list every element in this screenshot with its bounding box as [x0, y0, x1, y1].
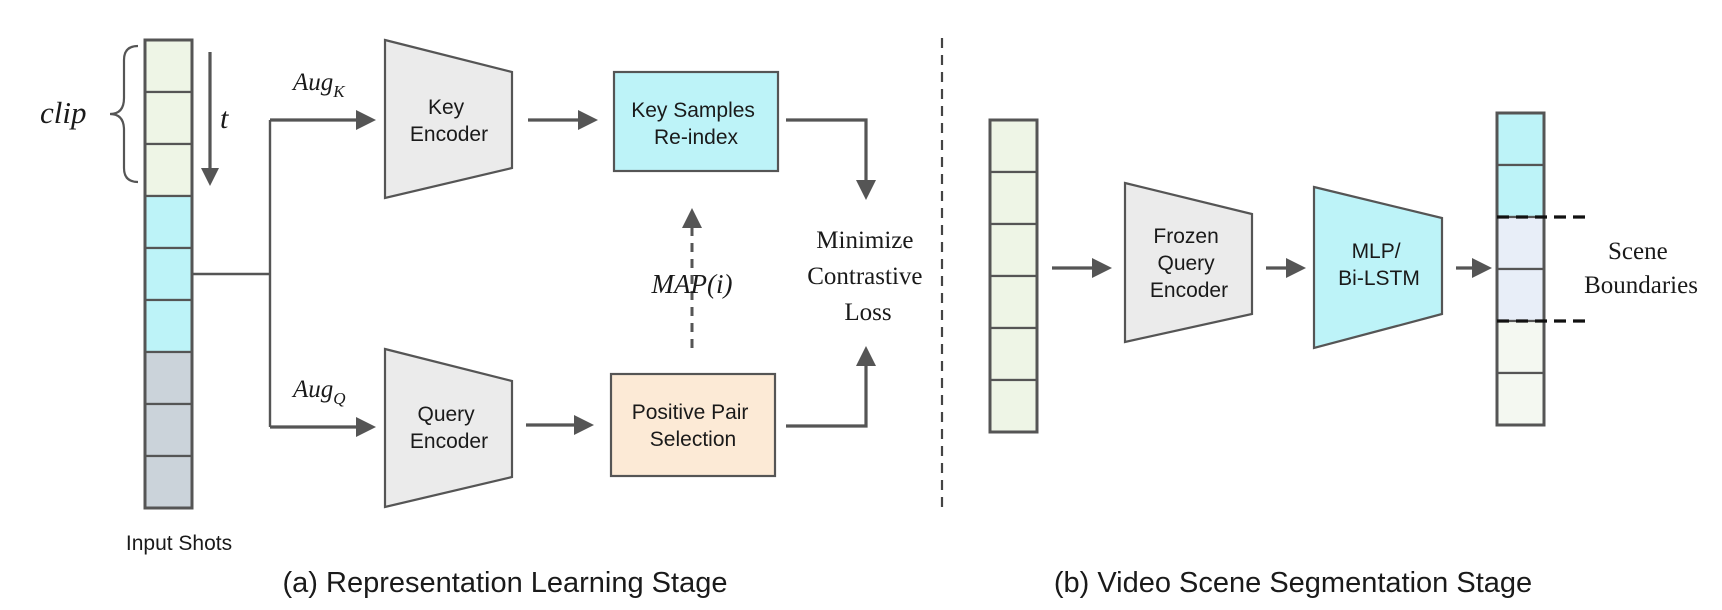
frozen-encoder-label: Frozen Query Encoder	[1150, 225, 1228, 302]
query-to-pair-head	[574, 415, 594, 435]
pair-to-loss-arrow	[786, 362, 868, 428]
aug-q-label: AugQ	[291, 376, 346, 408]
shot-cell	[143, 142, 194, 198]
map-label: MAP(i)	[651, 269, 733, 299]
frozen-shot-strip	[988, 118, 1039, 434]
shot-cell	[143, 38, 194, 94]
frozen-query-encoder	[1123, 181, 1254, 344]
key-encoder	[383, 38, 514, 200]
key-samples-reindex-box	[612, 70, 780, 173]
mlp-to-output-head	[1472, 258, 1492, 278]
shot-cell	[988, 170, 1039, 226]
query-encoder	[383, 347, 514, 509]
shot-cell	[1495, 163, 1546, 219]
clip-brace	[109, 44, 139, 184]
shot-cell	[143, 298, 194, 354]
aug-k-arrow-head	[356, 110, 376, 130]
shot-cell	[988, 118, 1039, 174]
shot-cell	[143, 194, 194, 250]
output-shot-strip	[1495, 111, 1546, 427]
shot-cell	[1495, 215, 1546, 271]
reindex-to-loss-arrow	[786, 118, 868, 184]
caption-a: (a) Representation Learning Stage	[283, 567, 728, 599]
shot-cell	[988, 274, 1039, 330]
scene-boundaries-label: Scene Boundaries	[1584, 238, 1698, 299]
strip-to-frozen-head	[1092, 258, 1112, 278]
input-shots-label: Input Shots	[126, 532, 232, 555]
reindex-to-loss-head	[856, 180, 876, 200]
shot-cell	[143, 350, 194, 406]
shot-cell	[1495, 319, 1546, 375]
shot-cell	[143, 90, 194, 146]
output-strip-frame	[1495, 111, 1546, 427]
shot-cell	[1495, 371, 1546, 427]
time-label: t	[220, 102, 229, 135]
positive-pair-label: Positive Pair Selection	[632, 401, 755, 451]
query-encoder-label: Query Encoder	[410, 403, 488, 453]
key-samples-label: Key Samples Re-index	[631, 99, 761, 149]
time-arrow-head	[201, 168, 219, 186]
shot-cell	[1495, 267, 1546, 323]
input-shot-strip	[143, 38, 194, 510]
map-arrow-head	[682, 208, 702, 228]
clip-label: clip	[40, 95, 87, 130]
shot-cell	[988, 326, 1039, 382]
branch-connector	[192, 120, 272, 427]
mlp-bilstm	[1312, 185, 1444, 350]
aug-q-arrow-head	[356, 417, 376, 437]
caption-b: (b) Video Scene Segmentation Stage	[1054, 567, 1532, 599]
shot-cell	[143, 246, 194, 302]
key-encoder-label: Key Encoder	[410, 96, 488, 146]
mlp-label: MLP/ Bi-LSTM	[1338, 240, 1420, 290]
shot-cell	[988, 222, 1039, 278]
shot-cell	[1495, 111, 1546, 167]
shot-cell	[143, 402, 194, 458]
frozen-strip-frame	[988, 118, 1039, 434]
aug-k-label: AugK	[291, 69, 346, 101]
pair-to-loss-head	[856, 346, 876, 366]
frozen-to-mlp-head	[1286, 258, 1306, 278]
positive-pair-selection-box	[609, 372, 777, 478]
shot-cell	[988, 378, 1039, 434]
key-to-reindex-head	[578, 110, 598, 130]
loss-label: Minimize Contrastive Loss	[807, 227, 929, 326]
shot-cell	[143, 454, 194, 510]
